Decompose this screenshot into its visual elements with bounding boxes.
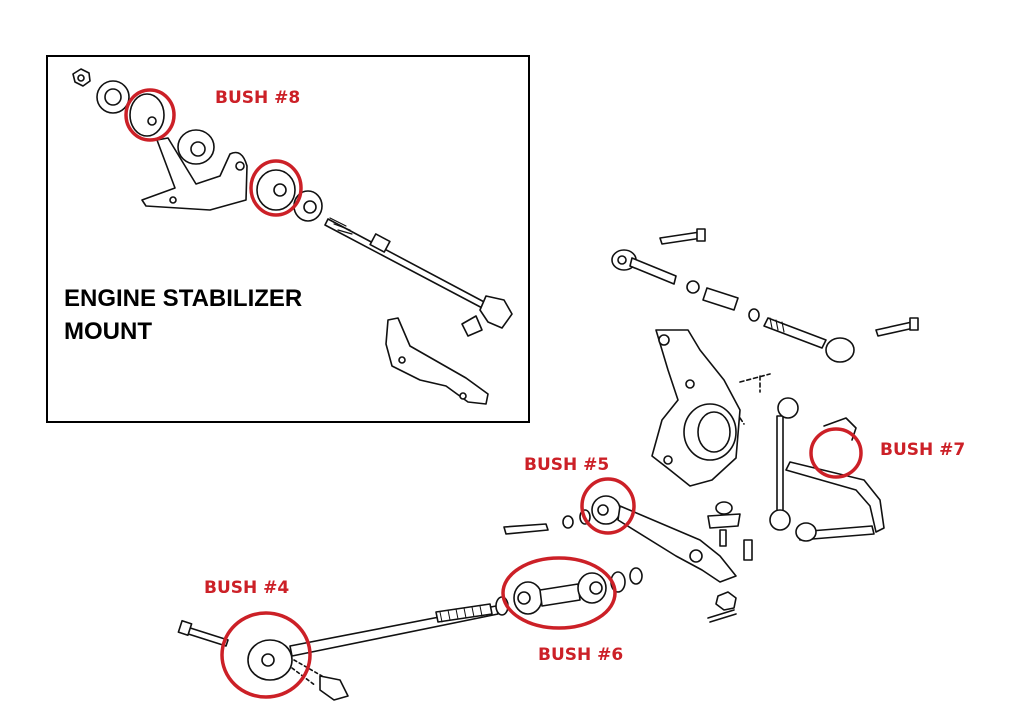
bush6-label: BUSH #6 xyxy=(538,645,624,665)
inset-title: ENGINE STABILIZER MOUNT xyxy=(64,282,302,348)
ball-joint xyxy=(707,513,741,529)
bush7-label: BUSH #7 xyxy=(880,440,966,460)
upper-bolt xyxy=(659,231,703,245)
steering-knuckle xyxy=(651,329,771,487)
stabilizer-mount-assembly xyxy=(72,68,513,405)
stab-link xyxy=(776,415,784,517)
rod-end-stud xyxy=(461,315,483,337)
bush8-label: BUSH #8 xyxy=(215,88,301,108)
bush7-ring xyxy=(809,427,863,479)
rod-end-joint xyxy=(479,295,513,329)
bush8-ring-lower xyxy=(249,159,303,217)
inset-frame xyxy=(46,55,530,423)
lower-front-arm xyxy=(503,495,753,623)
castle-nut xyxy=(715,591,737,611)
bush5-label: BUSH #5 xyxy=(524,455,610,475)
highlight-rings xyxy=(124,88,863,699)
upper-control-arm xyxy=(611,228,919,363)
inset-title-line1: ENGINE STABILIZER xyxy=(64,285,303,312)
bush6-ring xyxy=(501,556,617,630)
lower-rear-arm xyxy=(177,567,643,701)
rear-clamp xyxy=(319,675,349,701)
adjuster-sleeve xyxy=(702,287,739,311)
inset-title-line2: MOUNT xyxy=(64,318,152,345)
stab-bar-body xyxy=(785,461,885,533)
bush8-ring-upper xyxy=(124,88,176,142)
bush4-ring xyxy=(220,611,312,699)
stabilizer-bar xyxy=(769,397,885,542)
bush5-ring xyxy=(580,477,636,535)
bush4-label: BUSH #4 xyxy=(204,578,290,598)
side-bolt xyxy=(875,321,915,337)
mount-bracket xyxy=(141,137,248,211)
bush6-sleeve xyxy=(539,583,581,607)
rubber-bush-upper xyxy=(129,93,165,137)
rod-sleeve xyxy=(369,233,391,253)
upper-arm-outer-eye xyxy=(825,337,855,363)
chassis-bracket xyxy=(385,317,489,405)
